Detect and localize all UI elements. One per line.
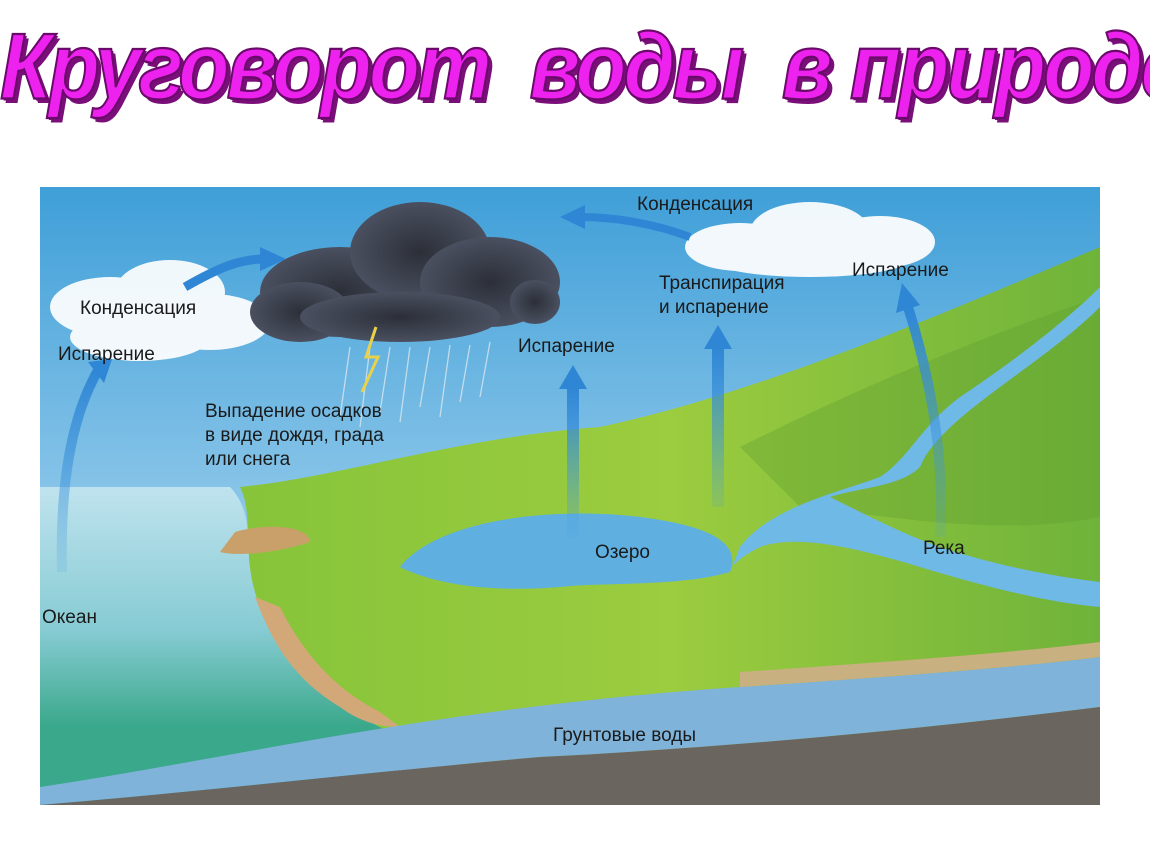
arrow-evaporation-ocean [56, 364, 105, 573]
groundwater [40, 657, 1100, 805]
evaporation-left-label: Испарение [58, 344, 155, 365]
water-cycle-diagram: Конденсация Испарение Выпадение осадков … [40, 187, 1100, 805]
river [730, 287, 1100, 607]
page-title: Круговорот воды в природе [0, 12, 1150, 120]
transpiration-label: Транспирация и испарение [659, 273, 785, 318]
river-label: Река [923, 538, 965, 559]
groundwater-label: Грунтовые воды [553, 725, 696, 746]
lightning-icon [360, 326, 381, 393]
lake [400, 513, 733, 589]
soil [40, 707, 1100, 805]
arrow-condensation-left [182, 254, 266, 291]
arrow-evaporation-lake [567, 387, 579, 537]
lake-label: Озеро [595, 542, 650, 563]
evaporation-lake-label: Испарение [518, 336, 615, 357]
arrow-condensation-top [579, 213, 692, 241]
cloud-right [685, 202, 935, 277]
arrow-evaporation-river [903, 305, 946, 538]
land [240, 247, 1100, 787]
precipitation-label: Выпадение осадков в виде дождя, града ил… [205, 401, 384, 470]
condensation-top-label: Конденсация [637, 194, 754, 215]
evaporation-river-label: Испарение [852, 260, 949, 281]
ocean-label: Океан [42, 607, 97, 628]
rain [339, 341, 491, 428]
condensation-left-label: Конденсация [80, 298, 197, 319]
storm-cloud [250, 202, 560, 342]
coast-cliffs [220, 526, 310, 554]
arrow-transpiration [712, 347, 724, 507]
